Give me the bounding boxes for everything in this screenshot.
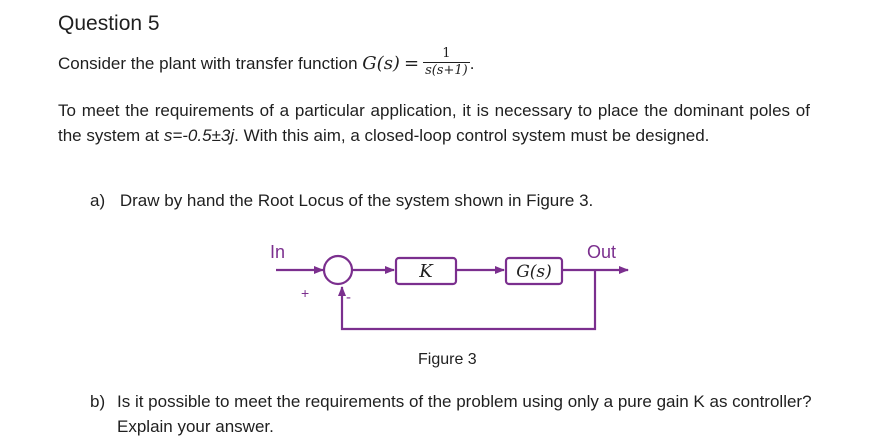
block-diagram: In Out + - K G(s) xyxy=(270,242,629,331)
summing-junction xyxy=(322,254,354,286)
tf-numerator: 1 xyxy=(423,46,470,63)
input-label: In xyxy=(270,242,285,262)
paragraph-text-part1: To meet the requirements of a particular… xyxy=(58,101,810,145)
tf-period: . xyxy=(469,53,475,73)
part-a: a) Draw by hand the Root Locus of the sy… xyxy=(90,188,593,213)
transfer-function-line: Consider the plant with transfer functio… xyxy=(58,46,475,81)
question-title: Question 5 xyxy=(58,12,160,35)
plus-sign: + xyxy=(301,285,309,301)
figure-caption: Figure 3 xyxy=(418,351,477,368)
requirements-paragraph: To meet the requirements of a particular… xyxy=(58,98,810,148)
minus-sign: - xyxy=(346,289,351,306)
tf-equals: = xyxy=(403,52,420,74)
feedback-path xyxy=(338,270,597,331)
part-a-marker: a) xyxy=(90,191,106,210)
intro-text: Consider the plant with transfer functio… xyxy=(58,53,358,73)
part-b-marker: b) xyxy=(90,392,106,411)
gain-block-label: K xyxy=(418,261,434,282)
output-label: Out xyxy=(587,242,616,262)
part-b-text: Is it possible to meet the requirements … xyxy=(117,392,812,436)
tf-denominator: s(s+1) xyxy=(425,63,468,78)
tf-lhs: G(s) xyxy=(362,52,400,74)
paragraph-text-part2: . With this aim, a closed-loop control s… xyxy=(234,126,710,145)
dominant-poles: s=-0.5±3j xyxy=(163,126,235,145)
part-a-text: Draw by hand the Root Locus of the syste… xyxy=(119,191,594,210)
plant-block-label: G(s) xyxy=(516,262,552,282)
